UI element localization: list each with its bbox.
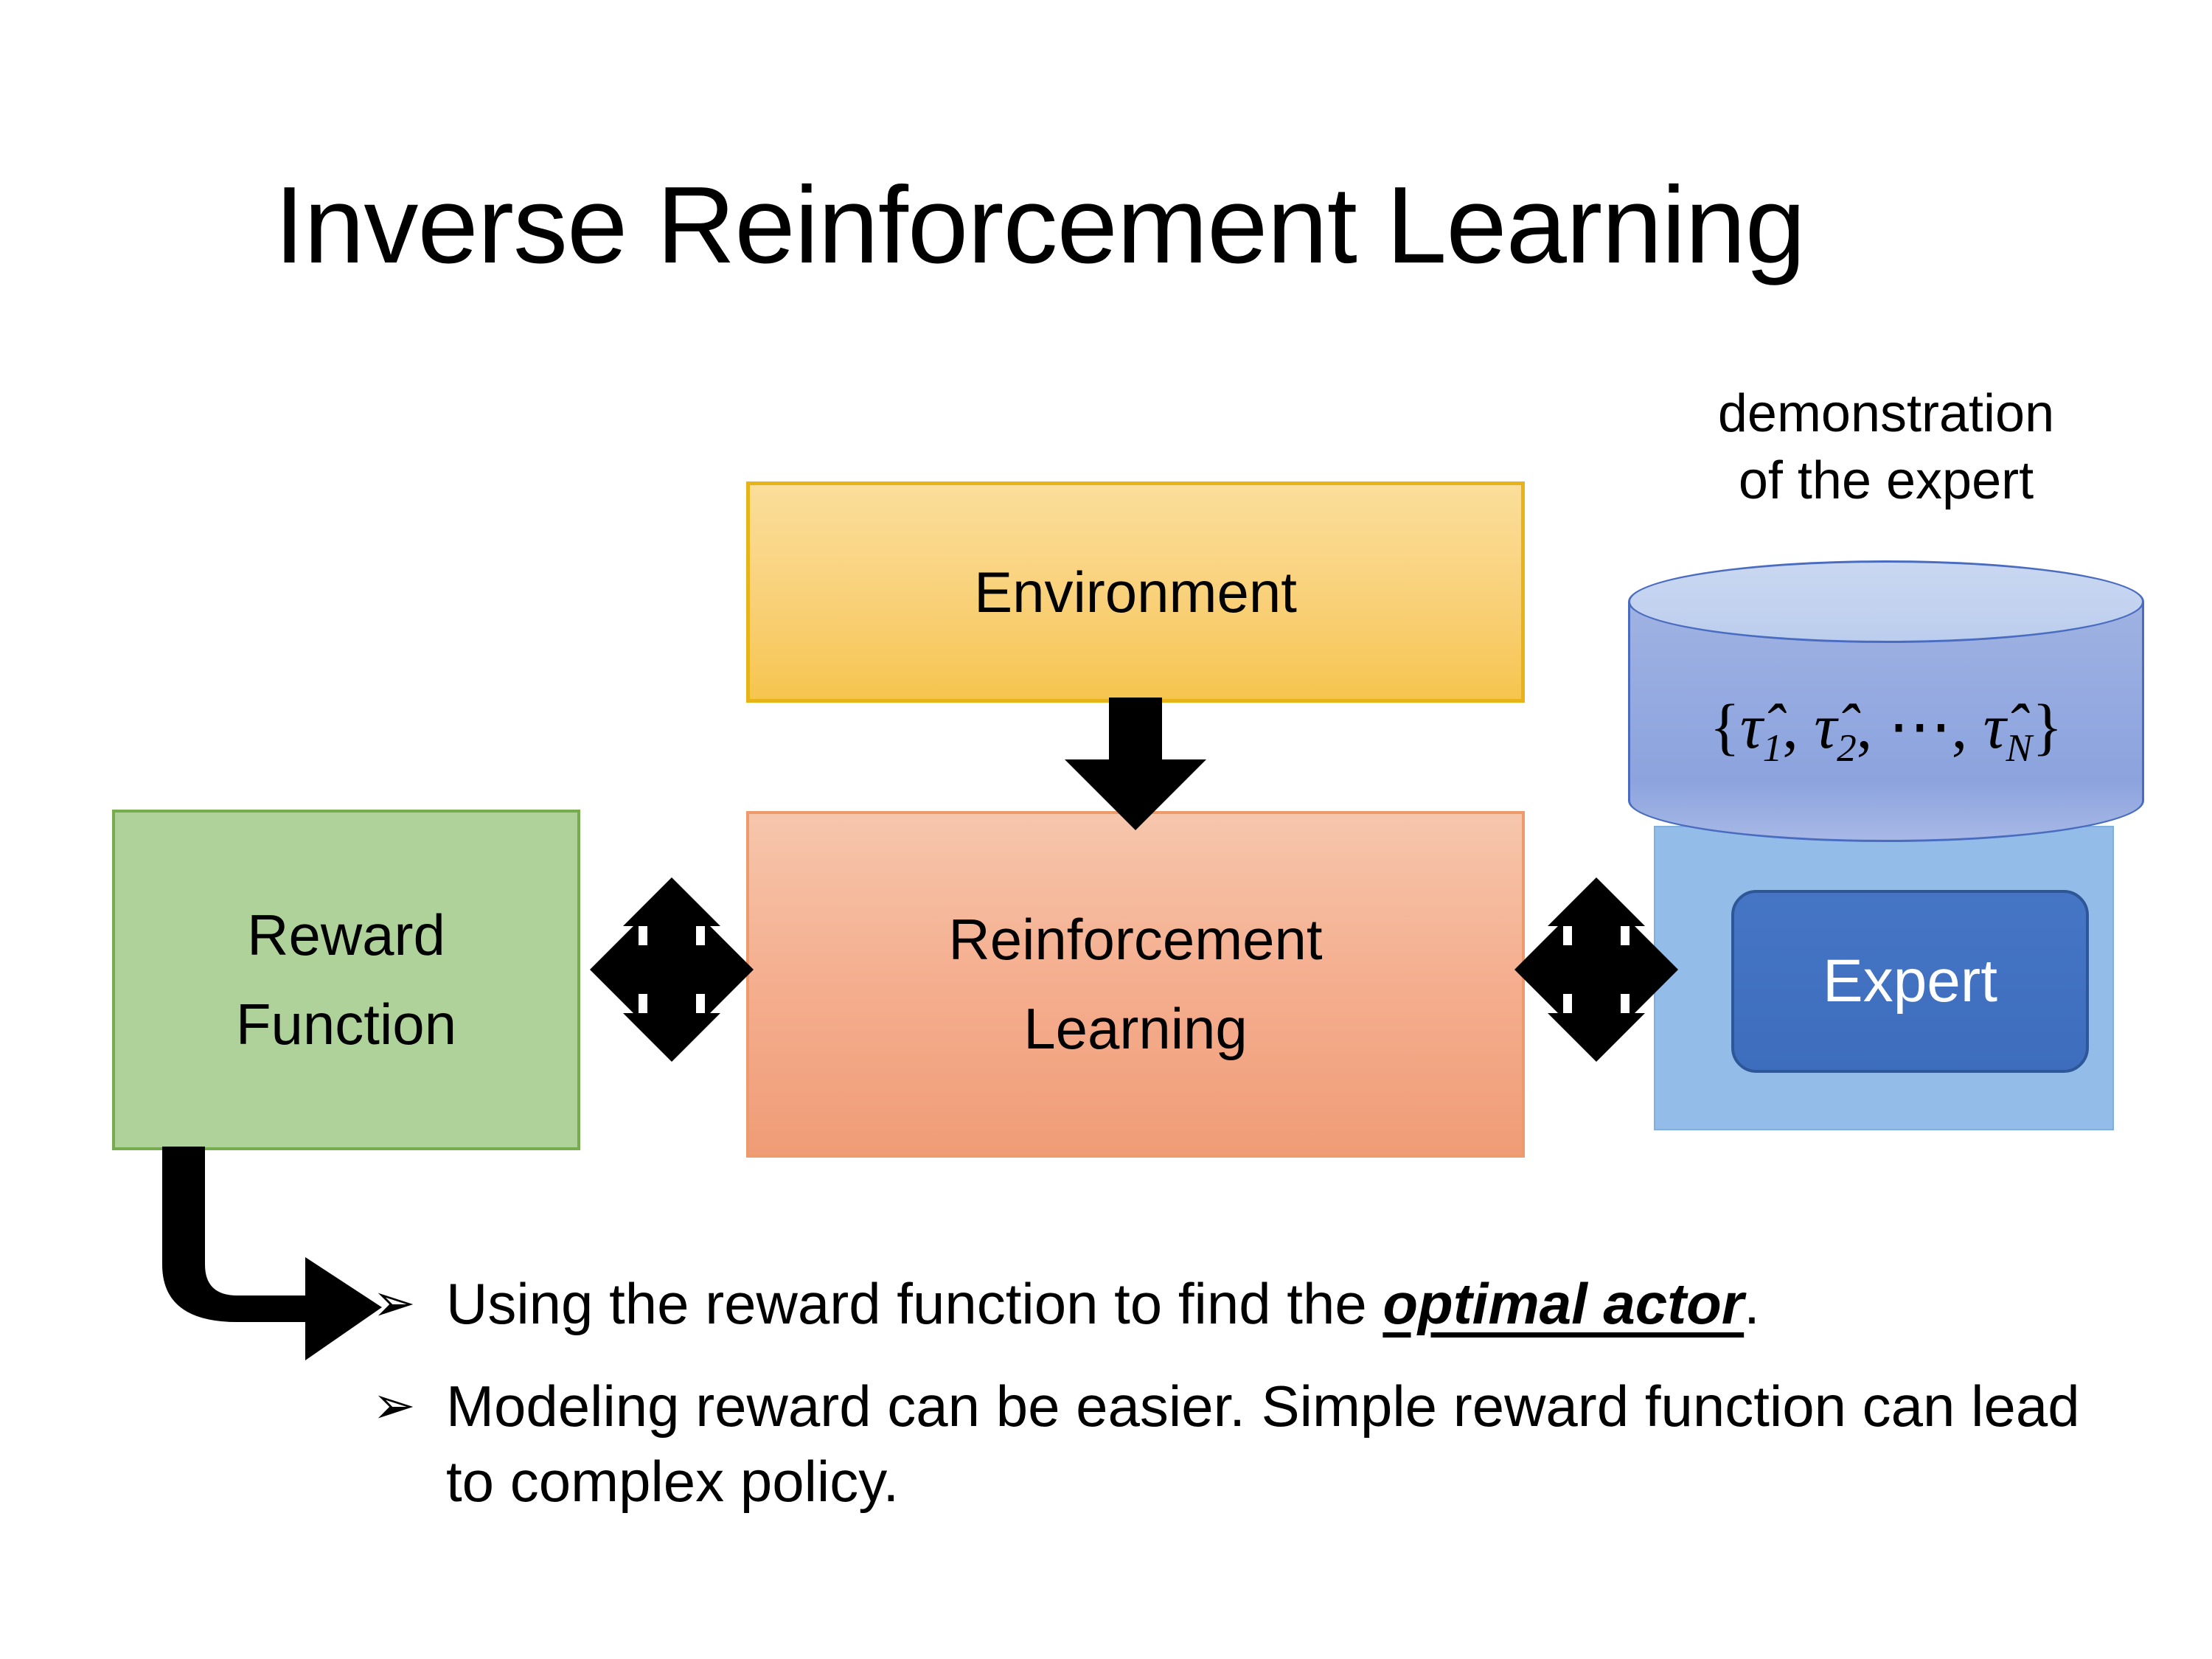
- reward-box-label-line2: Function: [235, 992, 457, 1057]
- bullet-marker-icon: ➢: [372, 1274, 416, 1332]
- bullet-1-text-after: .: [1744, 1271, 1760, 1336]
- demonstration-caption: demonstration of the expert: [1621, 380, 2152, 515]
- bidirectional-arrow-icon-right: [1514, 877, 1678, 1062]
- bullet-item-1: ➢ Using the reward function to find the …: [372, 1267, 2105, 1341]
- environment-box[interactable]: Environment: [746, 481, 1525, 703]
- reward-box-label-line1: Reward: [247, 902, 445, 968]
- bullet-1-text-before: Using the reward function to find the: [446, 1271, 1383, 1336]
- bidirectional-arrow-icon-left: [590, 877, 754, 1062]
- bullet-marker-icon: ➢: [372, 1377, 416, 1435]
- bullet-list: ➢ Using the reward function to find the …: [372, 1267, 2105, 1547]
- rl-box-label-line2: Learning: [1023, 996, 1248, 1061]
- bullet-2-text: Modeling reward can be easier. Simple re…: [446, 1374, 2080, 1514]
- bullet-1-emphasis: optimal actor: [1382, 1271, 1745, 1336]
- demonstration-caption-line2: of the expert: [1738, 451, 2034, 511]
- elbow-arrow-icon: [162, 1147, 382, 1360]
- expert-box-label: Expert: [1823, 947, 1997, 1015]
- down-arrow-icon: [1065, 698, 1206, 830]
- expert-box[interactable]: Expert: [1731, 890, 2089, 1073]
- demonstration-cylinder: {τ̂1, τ̂2, ⋯, τ̂N}: [1628, 560, 2144, 848]
- reinforcement-learning-box[interactable]: Reinforcement Learning: [746, 811, 1525, 1158]
- reward-function-box[interactable]: Reward Function: [112, 810, 580, 1150]
- trajectory-set-label: {τ̂1, τ̂2, ⋯, τ̂N}: [1709, 691, 2063, 771]
- bullet-item-2: ➢ Modeling reward can be easier. Simple …: [372, 1369, 2105, 1519]
- cylinder-top-ellipse: [1628, 560, 2144, 643]
- environment-box-label: Environment: [974, 559, 1297, 625]
- demonstration-caption-line1: demonstration: [1717, 384, 2055, 443]
- page-title: Inverse Reinforcement Learning: [274, 164, 1806, 286]
- rl-box-label-line1: Reinforcement: [948, 907, 1323, 973]
